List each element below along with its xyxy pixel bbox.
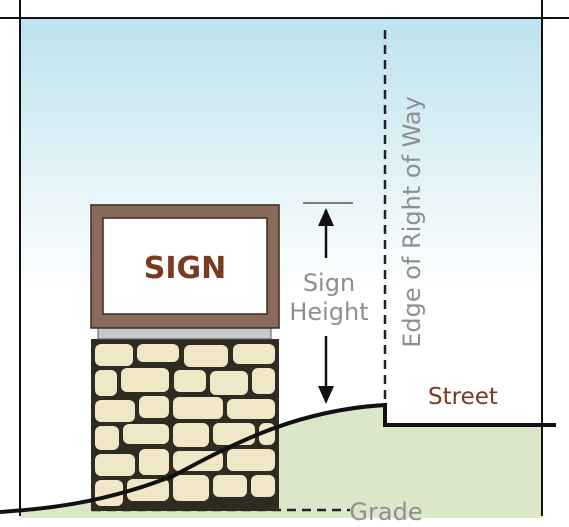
right-of-way-label: Edge of Right of Way (398, 96, 426, 347)
sign-height-label-line1: Sign (303, 269, 355, 297)
sign-height-dimension (303, 202, 353, 404)
sign-base-band (97, 326, 272, 340)
sign-label: SIGN (144, 251, 227, 286)
sign-face (102, 217, 268, 315)
ground-outline (0, 402, 556, 514)
street-label: Street (428, 384, 498, 410)
grade-label: Grade (349, 498, 422, 526)
sign-height-label-line2: Height (289, 298, 368, 326)
stone-pillar (91, 339, 279, 511)
